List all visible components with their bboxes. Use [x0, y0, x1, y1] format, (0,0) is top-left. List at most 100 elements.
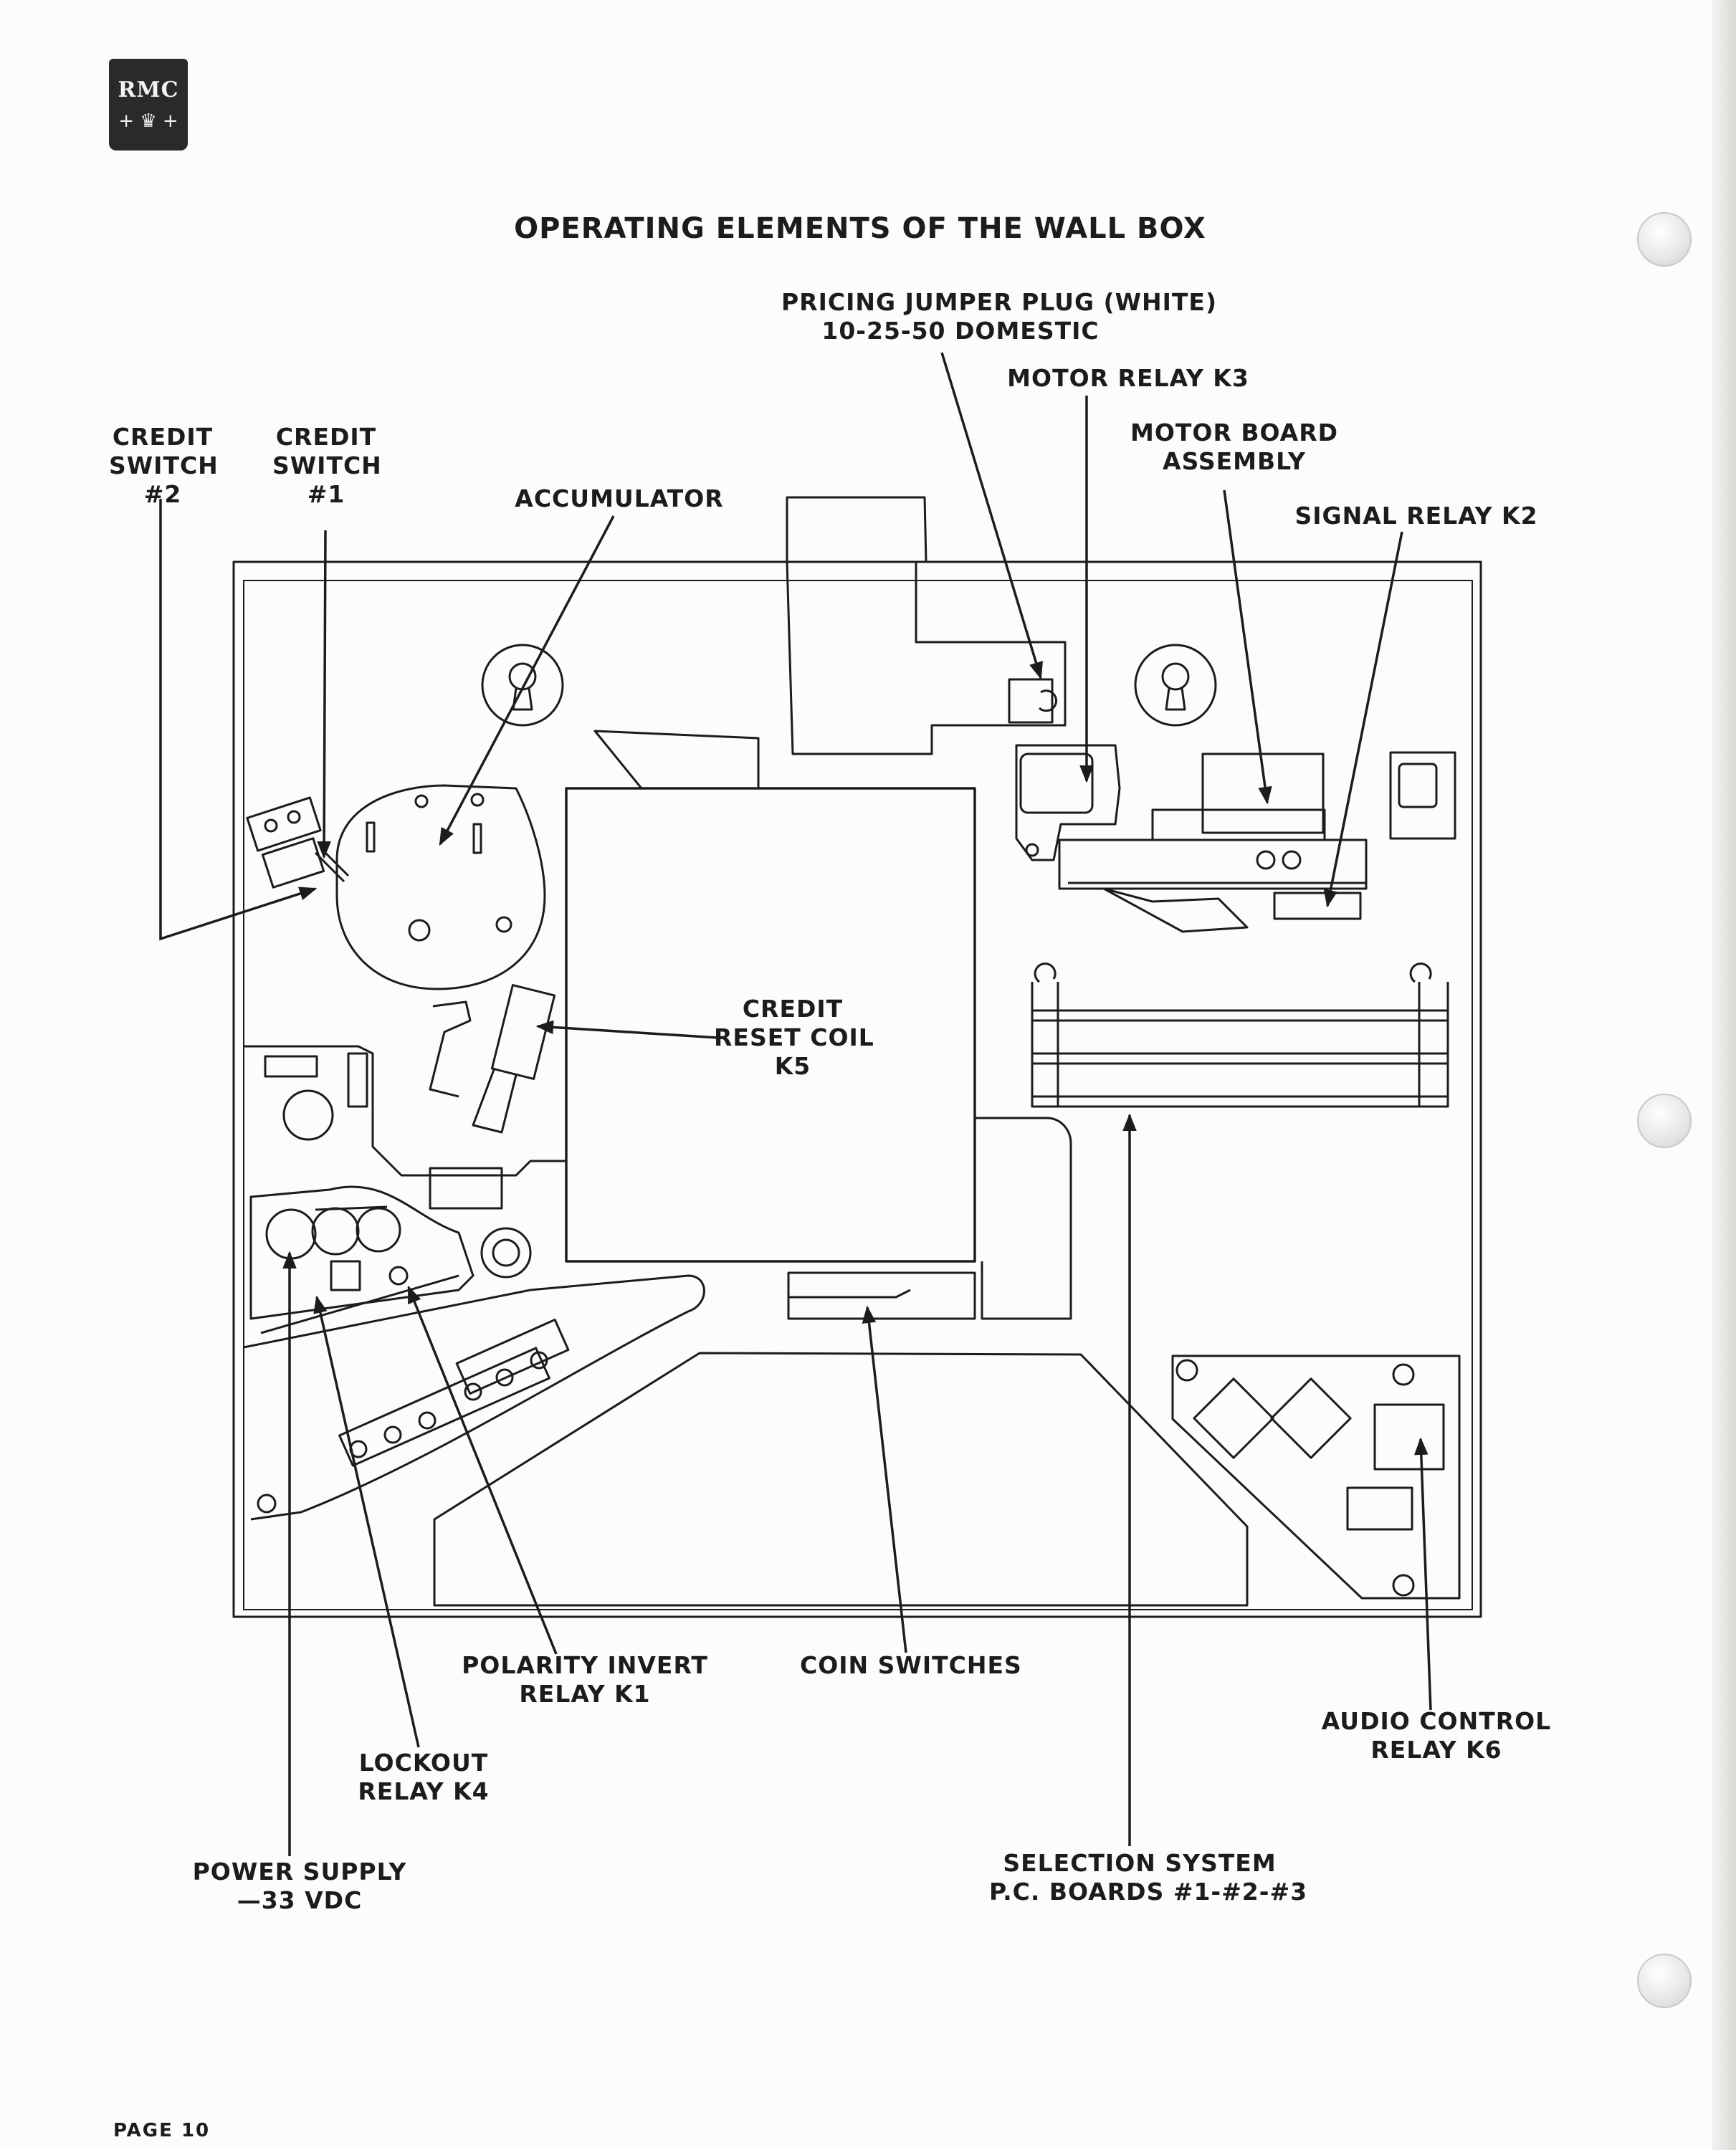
label-line: PRICING JUMPER PLUG (WHITE)	[781, 288, 1218, 316]
label-credit-switch-1: CREDIT SWITCH #1	[272, 423, 382, 509]
credit-reset-coil-k5	[490, 984, 556, 1080]
relay-k1-body	[388, 1266, 409, 1286]
binder-hole-bottom	[1637, 1954, 1692, 2008]
label-line: COIN SWITCHES	[800, 1651, 1022, 1679]
pricing-jumper-plug-socket	[1008, 678, 1054, 724]
label-line: P.C. BOARDS #1-#2-#3	[989, 1878, 1308, 1906]
label-line: POWER SUPPLY	[192, 1858, 407, 1886]
leader-polarity-invert-relay	[407, 1285, 558, 1655]
label-credit-reset-coil: CREDIT RESET COIL K5	[714, 995, 874, 1081]
credit-switch-block	[246, 796, 322, 852]
accumulator-slot	[472, 823, 482, 854]
label-selection-system: SELECTION SYSTEM P.C. BOARDS #1-#2-#3	[989, 1849, 1308, 1906]
label-line: LOCKOUT	[358, 1749, 489, 1777]
label-line: RESET COIL	[714, 1023, 874, 1051]
accumulator-disc	[335, 784, 546, 990]
signal-relay-k2	[1273, 892, 1362, 920]
label-line: CREDIT	[275, 423, 377, 451]
label-line: POLARITY INVERT	[462, 1651, 708, 1679]
audio-board-chip	[1193, 1377, 1274, 1459]
terminal-strip	[338, 1318, 570, 1467]
leader-accumulator	[439, 515, 615, 846]
label-line: SWITCH	[272, 452, 382, 479]
audio-control-board	[1171, 1354, 1461, 1600]
mount-screw	[1175, 1359, 1198, 1382]
page-edge-shadow	[1712, 0, 1736, 2150]
label-line: SELECTION SYSTEM	[1003, 1849, 1277, 1877]
leader-credit-switch-2	[159, 499, 318, 941]
logo-text: RMC	[118, 77, 179, 102]
power-supply-capacitor	[356, 1207, 401, 1253]
central-transformer-box	[565, 787, 976, 1263]
label-motor-board-assembly: MOTOR BOARD ASSEMBLY	[1105, 419, 1363, 476]
pricing-jumper-plug	[1038, 689, 1058, 712]
grommet	[480, 1227, 532, 1279]
grommet-inner	[492, 1238, 520, 1267]
accumulator-slot	[366, 821, 376, 853]
mount-screw	[1392, 1574, 1415, 1597]
terminal-strip-bracket	[243, 1274, 705, 1521]
relay-rail	[260, 1274, 459, 1334]
credit-switch-screw	[287, 810, 301, 824]
leader-signal-relay-k2	[1323, 531, 1403, 908]
label-line: RELAY K4	[358, 1777, 490, 1805]
accumulator-screw	[495, 916, 512, 933]
page-title: OPERATING ELEMENTS OF THE WALL BOX	[514, 212, 1206, 245]
accumulator-nut	[408, 919, 431, 942]
label-lockout-relay: LOCKOUT RELAY K4	[341, 1749, 506, 1806]
keyhole-right-top	[1161, 662, 1190, 691]
top-chute-bracket	[786, 496, 1067, 755]
label-line: ACCUMULATOR	[515, 484, 724, 512]
coin-mechanism-block	[975, 1117, 1072, 1320]
label-line: 10-25-50 DOMESTIC	[821, 317, 1100, 345]
label-line: ASSEMBLY	[1163, 447, 1306, 475]
right-bracket-window	[1398, 763, 1438, 808]
credit-reset-coil-bracket	[429, 1000, 472, 1098]
label-line: MOTOR BOARD	[1130, 419, 1339, 446]
mount-screw	[1392, 1363, 1415, 1386]
label-credit-switch-2: CREDIT SWITCH #2	[109, 423, 218, 509]
leader-audio-control-relay	[1414, 1437, 1432, 1711]
audio-control-relay-k6	[1373, 1403, 1445, 1471]
coin-switch-mount	[787, 1271, 976, 1320]
label-line: —33 VDC	[237, 1886, 363, 1914]
keyhole-left-top	[508, 662, 537, 691]
label-line: CREDIT	[742, 995, 844, 1023]
leader-motor-board-assembly	[1223, 489, 1272, 805]
bracket-hole	[282, 1089, 334, 1141]
leader-credit-reset-coil	[535, 1020, 719, 1039]
bottom-coin-chute	[433, 1352, 1249, 1607]
accumulator-screw	[470, 793, 485, 807]
mount-screw	[257, 1494, 277, 1514]
label-line: MOTOR RELAY K3	[1007, 364, 1249, 392]
label-line: #1	[307, 480, 345, 508]
bracket-slot	[264, 1055, 318, 1078]
mount-screw	[1025, 843, 1039, 857]
motor-relay-k3	[1019, 752, 1094, 814]
motor-gear-cover	[1151, 808, 1326, 841]
label-signal-relay-k2: SIGNAL RELAY K2	[1287, 502, 1545, 530]
keyhole-left-slot	[512, 687, 533, 711]
leader-lockout-relay	[313, 1295, 420, 1748]
label-line: RELAY K6	[1370, 1736, 1502, 1764]
binder-hole-top	[1637, 212, 1692, 267]
power-supply-capacitor	[265, 1208, 317, 1260]
power-supply-capacitor	[311, 1207, 360, 1256]
label-audio-control-relay: AUDIO CONTROL RELAY K6	[1315, 1707, 1558, 1764]
motor-pulley	[1282, 850, 1302, 870]
binder-hole-middle	[1637, 1094, 1692, 1148]
power-supply-board	[249, 1185, 474, 1320]
label-line: CREDIT	[112, 423, 214, 451]
label-line: RELAY K1	[519, 1680, 651, 1708]
rmc-logo: RMC + ♛ +	[109, 59, 188, 150]
motor-housing	[1201, 752, 1325, 834]
leader-coin-switches	[862, 1305, 907, 1653]
logo-crown-icon: + ♛ +	[118, 110, 178, 132]
relay-k4-body	[330, 1260, 361, 1291]
label-line: K5	[774, 1052, 811, 1080]
capacitor-clamp	[315, 1205, 388, 1211]
coin-switch-lever	[788, 1289, 911, 1299]
credit-switch-contacts	[314, 847, 350, 883]
label-power-supply: POWER SUPPLY —33 VDC	[192, 1858, 407, 1915]
